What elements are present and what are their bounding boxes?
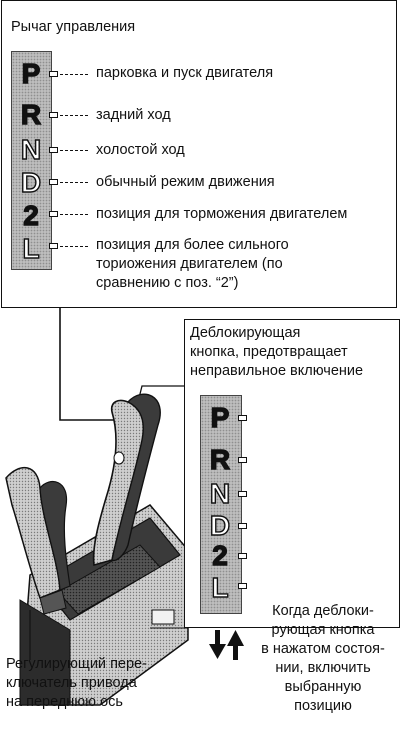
gate-notch bbox=[238, 583, 247, 589]
shift-gate-legend bbox=[11, 51, 52, 270]
leader-line bbox=[60, 246, 88, 247]
legend-title: Рычаг управления bbox=[11, 19, 136, 35]
position-description-r: задний ход bbox=[96, 107, 171, 123]
leader-line bbox=[60, 182, 88, 183]
console-button bbox=[151, 609, 175, 625]
detail-letter-2: 2 bbox=[212, 540, 229, 571]
gate-notch bbox=[49, 112, 58, 118]
front-axle-switch-label: Регулирующий пере- ключатель привода на … bbox=[6, 656, 147, 710]
console-side bbox=[19, 599, 71, 706]
gate-letter-2: 2 bbox=[23, 200, 40, 231]
gate-notch bbox=[238, 457, 247, 463]
detail-letter-r: R bbox=[209, 444, 231, 475]
gate-letter-r: R bbox=[20, 99, 42, 130]
shift-gate-detail bbox=[200, 395, 242, 614]
gate-letter-l: L bbox=[22, 233, 41, 264]
gate-notch bbox=[49, 211, 58, 217]
release-button-label: Деблокирующая кнопка, предотвращает непр… bbox=[190, 325, 364, 379]
gate-notch bbox=[49, 179, 58, 185]
gate-letter-p: P bbox=[21, 58, 41, 89]
gate-letter-d: D bbox=[20, 167, 42, 198]
gate-notch bbox=[238, 491, 247, 497]
release-button-knob bbox=[113, 451, 125, 465]
when-pressed-note: Когда деблоки- рующая кнопка в нажатом с… bbox=[261, 603, 385, 714]
shift-lever-legend-box bbox=[1, 0, 397, 308]
position-description-2: позиция для торможения двигателем bbox=[96, 206, 348, 222]
detail-letter-d: D bbox=[209, 510, 231, 541]
leader-line bbox=[60, 150, 88, 151]
gate-notch bbox=[49, 243, 58, 249]
position-description-d: обычный режим движения bbox=[96, 174, 275, 190]
gate-letter-n: N bbox=[20, 134, 42, 165]
detail-letter-l: L bbox=[211, 572, 230, 603]
gate-notch bbox=[238, 553, 247, 559]
leader-line bbox=[60, 74, 88, 75]
legend-leader-line bbox=[59, 308, 122, 421]
gate-notch bbox=[49, 147, 58, 153]
detail-letter-n: N bbox=[209, 478, 231, 509]
leader-line bbox=[60, 115, 88, 116]
leader-line bbox=[60, 214, 88, 215]
position-description-l: позиция для более сильного ториожения дв… bbox=[96, 237, 289, 291]
gate-notch bbox=[238, 523, 247, 529]
gate-notch bbox=[49, 71, 58, 77]
position-description-p: парковка и пуск двигателя bbox=[96, 65, 274, 81]
detail-letter-p: P bbox=[210, 402, 230, 433]
selector-lever-shadow bbox=[111, 393, 161, 562]
position-description-n: холостой ход bbox=[96, 142, 185, 158]
gate-notch bbox=[238, 415, 247, 421]
